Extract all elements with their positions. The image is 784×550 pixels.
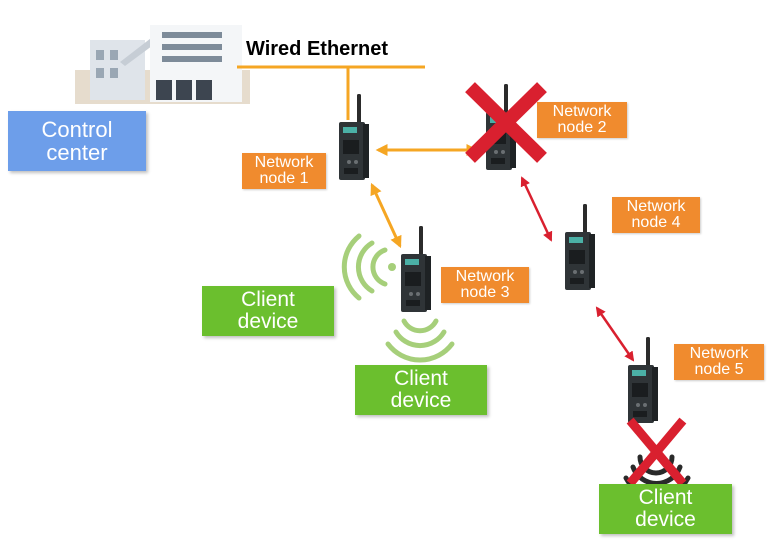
client-device-box-2[interactable]: Client device [355,365,487,415]
link-node2-node4 [520,176,553,242]
node-label-4: Network node 4 [612,197,700,233]
control-center-box[interactable]: Control center [8,111,146,171]
node-label-1: Network node 1 [242,153,326,189]
access-point-icon-node-1[interactable] [339,94,369,180]
wired-ethernet-label: Wired Ethernet [246,38,389,60]
node-label-5: Network node 5 [674,344,764,380]
node-label-3: Network node 3 [441,267,529,303]
access-point-icon-node-4[interactable] [565,204,595,290]
link-node1-node3 [370,182,402,249]
client-device-box-3[interactable]: Client device [599,484,732,534]
wifi-signal-icon [341,233,455,363]
failure-x-icon-client-3 [626,417,687,487]
building-icon [75,25,250,104]
link-node4-node5 [595,306,635,362]
node-label-2: Network node 2 [537,102,627,138]
wired-ethernet-link [237,65,425,120]
access-point-icon-node-5[interactable] [628,337,658,423]
failure-x-icon-node-2 [465,82,547,163]
access-point-icon-node-3[interactable] [401,226,431,312]
client-device-box-1[interactable]: Client device [202,286,334,336]
